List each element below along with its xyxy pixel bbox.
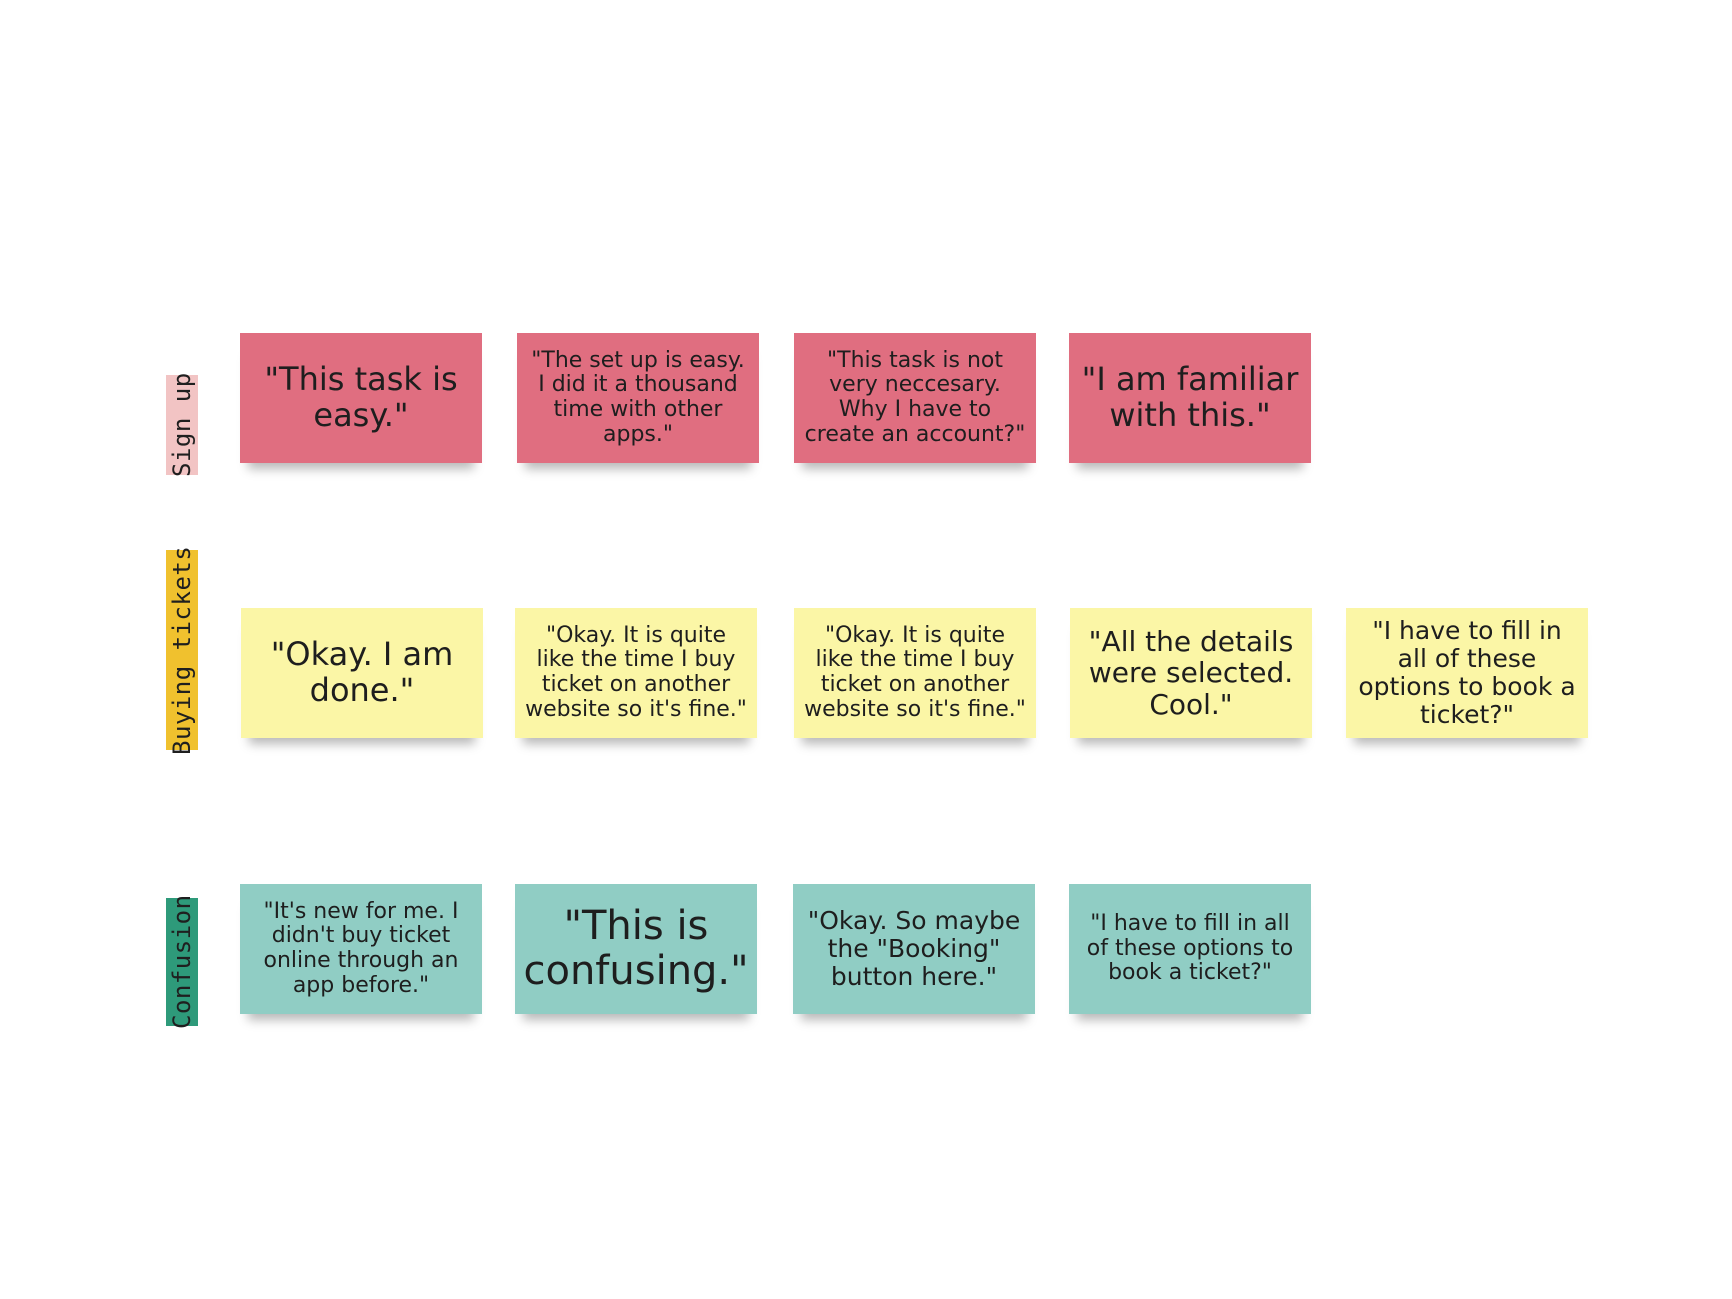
- sticky-note[interactable]: "I have to fill in all of these options …: [1069, 884, 1311, 1014]
- sticky-note[interactable]: "It's new for me. I didn't buy ticket on…: [240, 884, 482, 1014]
- group-buying-tickets: Buying tickets "Okay. I am done." "Okay.…: [0, 545, 1732, 755]
- group-label-sign-up: Sign up: [166, 372, 198, 478]
- sticky-note[interactable]: "Okay. I am done.": [241, 608, 483, 738]
- note-text: "This task is not very neccesary. Why I …: [804, 347, 1026, 447]
- sticky-note[interactable]: "This task is not very neccesary. Why I …: [794, 333, 1036, 463]
- sticky-note[interactable]: "Okay. It is quite like the time I buy t…: [515, 608, 757, 738]
- sticky-note[interactable]: "This task is easy.": [240, 333, 482, 463]
- note-text: "This is confusing.": [523, 903, 749, 994]
- sticky-note[interactable]: "This is confusing.": [515, 884, 757, 1014]
- note-text: "Okay. So maybe the "Booking" button her…: [807, 906, 1021, 991]
- sticky-note[interactable]: "Okay. It is quite like the time I buy t…: [794, 608, 1036, 738]
- note-text: "All the details were selected. Cool.": [1088, 624, 1294, 721]
- note-text: "It's new for me. I didn't buy ticket on…: [263, 898, 459, 998]
- sticky-note[interactable]: "I have to fill in all of these options …: [1346, 608, 1588, 738]
- group-label-buying-tickets: Buying tickets: [166, 545, 198, 755]
- sticky-note[interactable]: "Okay. So maybe the "Booking" button her…: [793, 884, 1035, 1014]
- group-confusion: Confusion "It's new for me. I didn't buy…: [0, 884, 1732, 1029]
- group-label-confusion: Confusion: [166, 894, 198, 1030]
- sticky-note[interactable]: "The set up is easy. I did it a thousand…: [517, 333, 759, 463]
- note-text: "Okay. It is quite like the time I buy t…: [525, 622, 747, 722]
- note-text: "Okay. I am done.": [270, 635, 454, 709]
- note-text: "The set up is easy. I did it a thousand…: [531, 347, 745, 447]
- sticky-note[interactable]: "I am familiar with this.": [1069, 333, 1311, 463]
- group-sign-up: Sign up "This task is easy." "The set up…: [0, 333, 1732, 477]
- note-text: "I am familiar with this.": [1081, 360, 1299, 434]
- note-text: "I have to fill in all of these options …: [1358, 616, 1576, 729]
- note-text: "I have to fill in all of these options …: [1086, 911, 1294, 986]
- note-text: "This task is easy.": [264, 360, 458, 434]
- note-text: "Okay. It is quite like the time I buy t…: [804, 622, 1026, 722]
- sticky-note[interactable]: "All the details were selected. Cool.": [1070, 608, 1312, 738]
